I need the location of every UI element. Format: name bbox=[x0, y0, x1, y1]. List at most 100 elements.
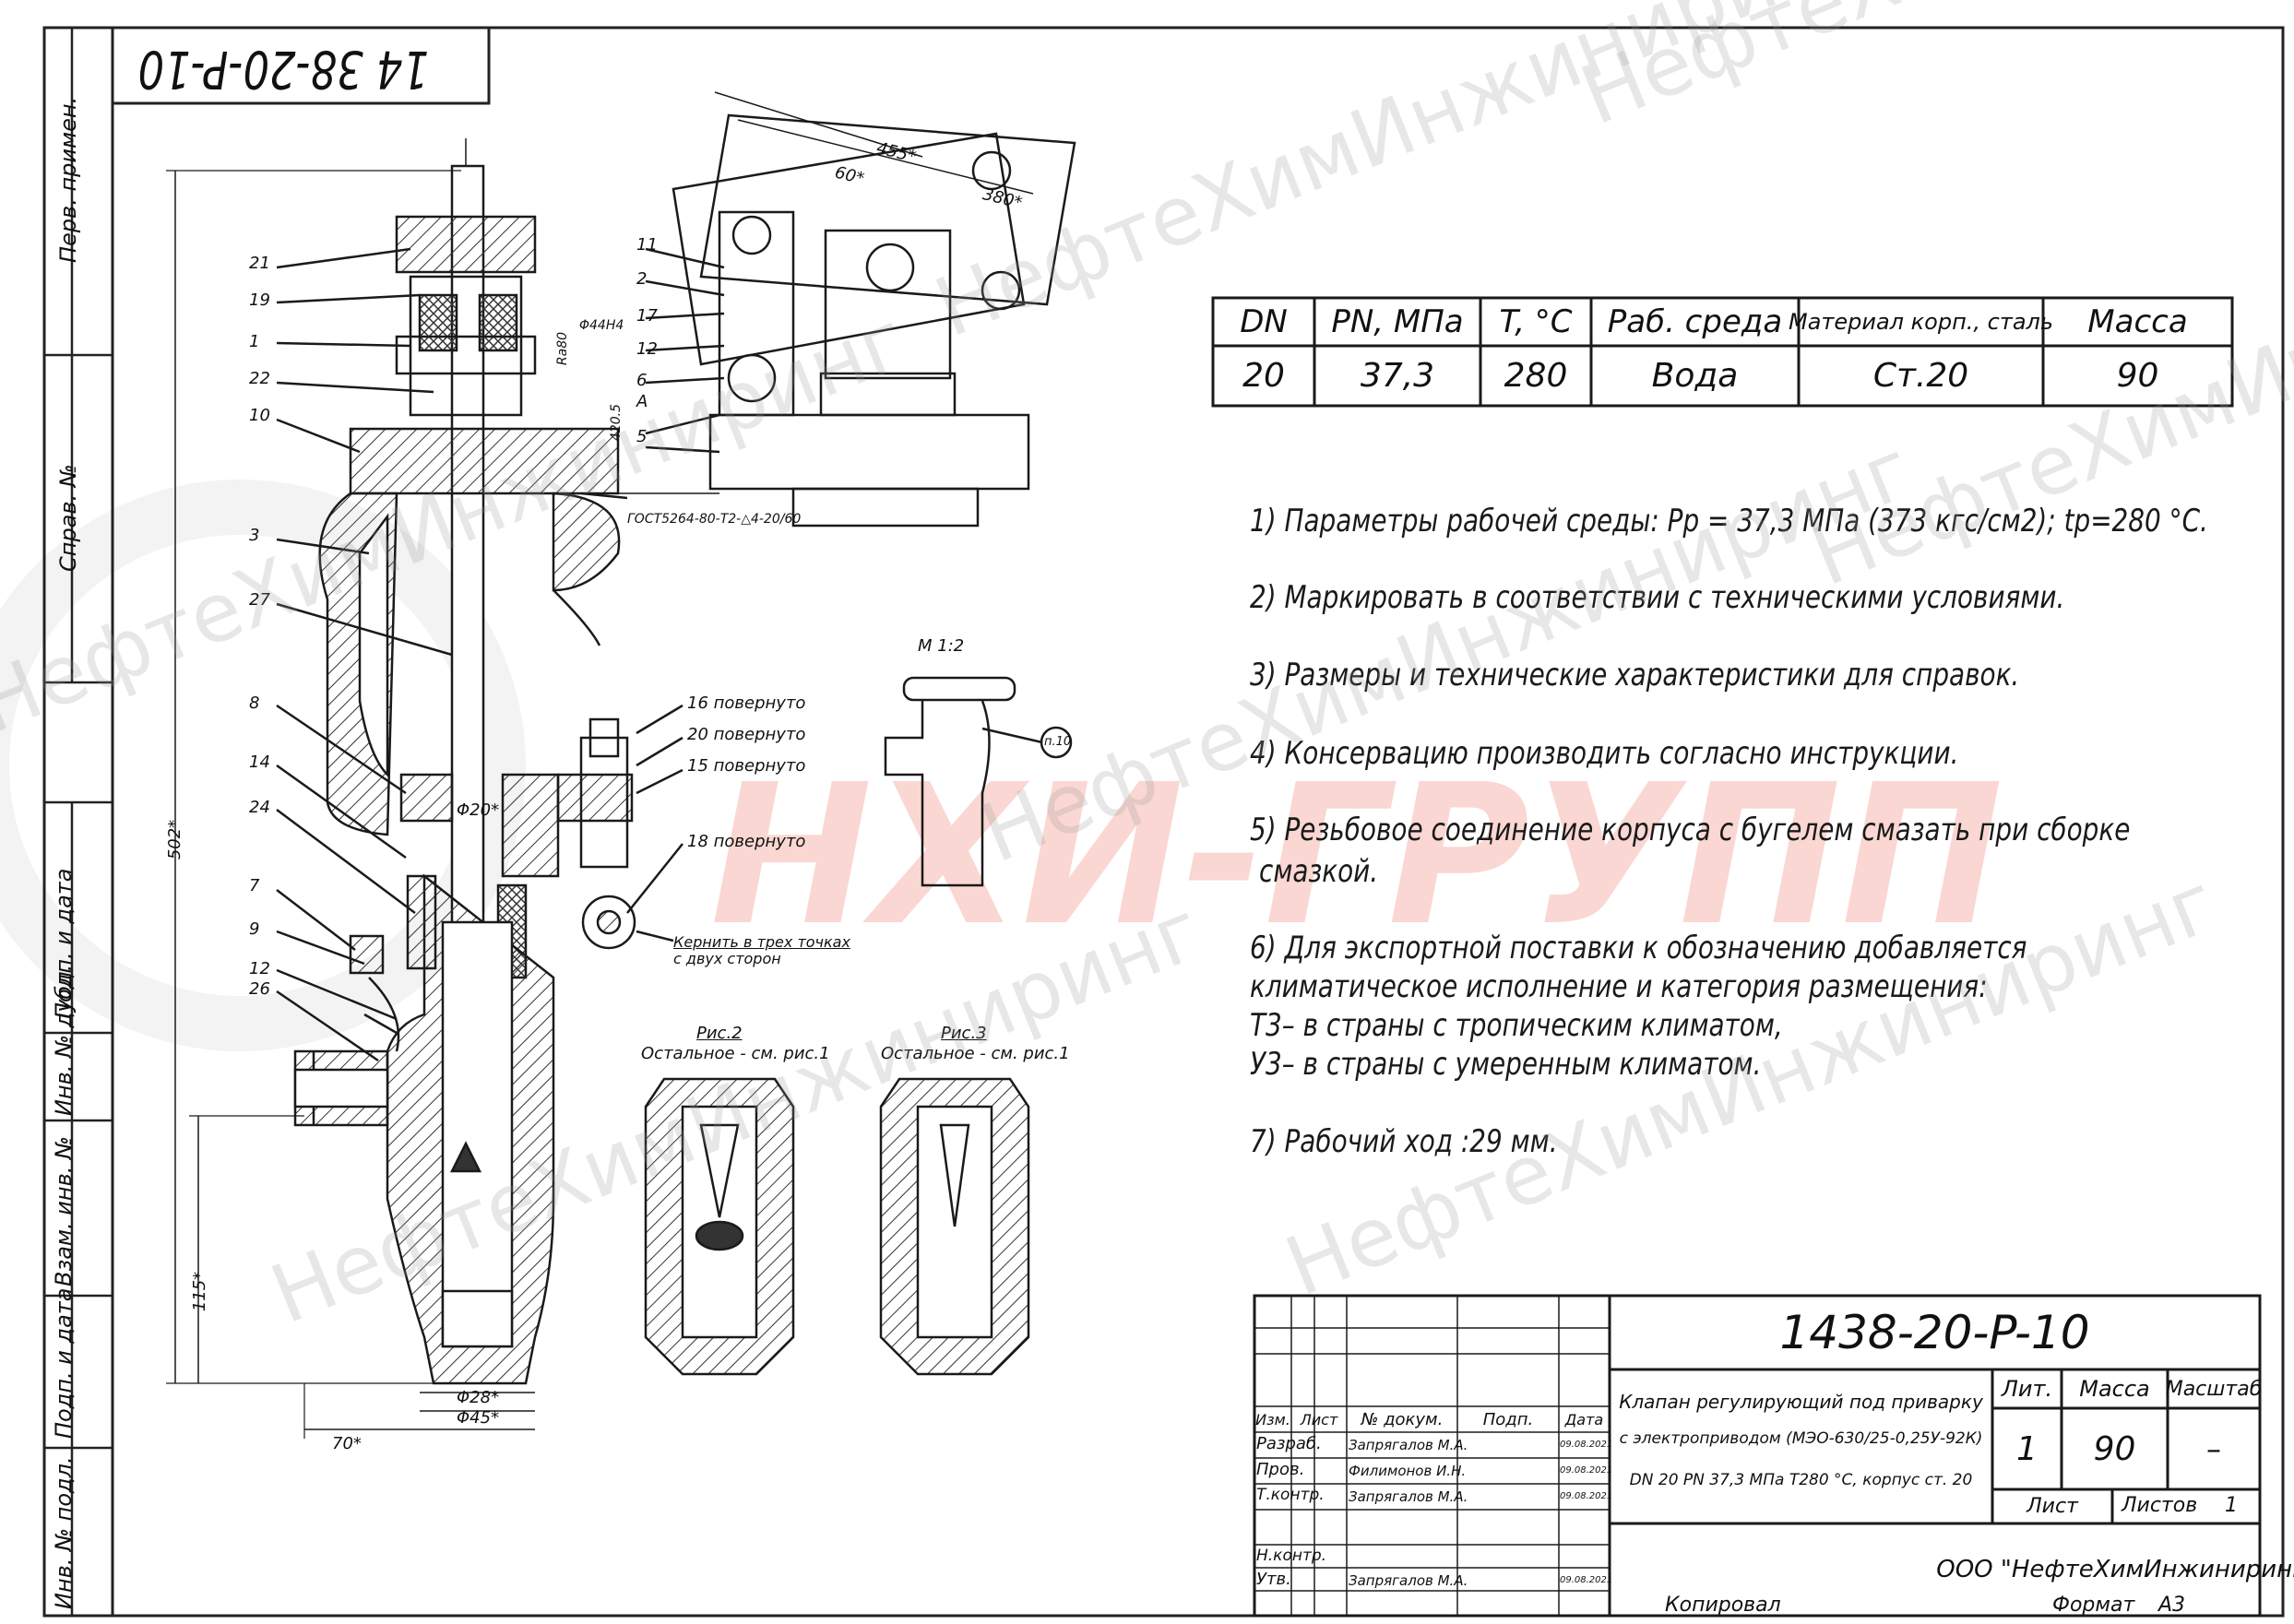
note-7: 7) Рабочий ход :29 мм. bbox=[1250, 1123, 1558, 1160]
callout-7: 7 bbox=[249, 876, 260, 895]
tb-scale-label: Масштаб bbox=[2165, 1377, 2263, 1401]
callout-22: 22 bbox=[249, 369, 270, 388]
callout-12: 12 bbox=[249, 959, 270, 978]
spec-header-material: Материал корп., сталь bbox=[1788, 309, 2054, 335]
tb-sheets-value: 1 bbox=[2225, 1494, 2238, 1517]
kernit-note: Кернить в трех точках bbox=[673, 933, 850, 951]
side-label-vzam: Взам. инв. № bbox=[51, 1136, 77, 1286]
frame-top-number: 14 38-20-P-10 bbox=[137, 39, 430, 99]
callout-3: 3 bbox=[249, 526, 260, 545]
fig2-label: Рис.2 bbox=[696, 1024, 743, 1043]
tb-role-utv: Утв. bbox=[1256, 1570, 1291, 1589]
callout-26: 26 bbox=[249, 979, 270, 999]
dim-ra80: Ra80 bbox=[555, 331, 571, 366]
note-4: 4) Консервацию производить согласно инст… bbox=[1250, 735, 1959, 772]
note-6-line2: климатическое исполнение и категория раз… bbox=[1250, 968, 1988, 1005]
callout-21: 21 bbox=[249, 254, 270, 273]
tb-name-prov: Филимонов И.Н. bbox=[1349, 1463, 1467, 1479]
title-doc-number: 1438-20-P-10 bbox=[1779, 1306, 2090, 1359]
footer-format-label: Формат bbox=[2052, 1594, 2135, 1617]
gost-weld-note: ГОСТ5264-80-T2-△4-20/60 bbox=[627, 512, 802, 527]
fig2-rest: Остальное - см. рис.1 bbox=[641, 1044, 830, 1063]
tb-date-prov: 09.08.2021 bbox=[1560, 1465, 1613, 1476]
note-6: 6) Для экспортной поставки к обозначению… bbox=[1250, 930, 2027, 966]
tb-role-prov: Пров. bbox=[1256, 1460, 1305, 1479]
tb-mass-value: 90 bbox=[2093, 1429, 2136, 1468]
spec-value-t: 280 bbox=[1504, 357, 1568, 395]
tb-header-podp: Подп. bbox=[1482, 1409, 1534, 1429]
side-label-sprav: Справ. № bbox=[55, 464, 81, 572]
tb-company: ООО "НефтеХимИнжиниринг" bbox=[1936, 1556, 2294, 1583]
dim-70: 70* bbox=[332, 1434, 362, 1453]
dim-420-5: 420.5 bbox=[609, 403, 624, 442]
tb-header-date: Дата bbox=[1564, 1410, 1604, 1428]
callout-12b: 12 bbox=[636, 339, 658, 359]
footer-copied: Копировал bbox=[1665, 1594, 1781, 1617]
tb-name-utv: Запрягалов М.А. bbox=[1349, 1572, 1468, 1589]
big-watermark: НХИ-ГРУПП bbox=[710, 742, 2003, 968]
spec-header-t: T, °C bbox=[1499, 303, 1573, 340]
callout-27: 27 bbox=[249, 590, 270, 610]
note-3: 3) Размеры и технические характеристики … bbox=[1250, 657, 2020, 693]
spec-header-dn: DN bbox=[1240, 303, 1288, 340]
note-5-cont: смазкой. bbox=[1259, 853, 1379, 890]
note-1: 1) Параметры рабочей среды: Pp = 37,3 МП… bbox=[1250, 503, 2208, 539]
spec-value-medium: Вода bbox=[1651, 357, 1739, 395]
note-6-line3: Т3– в страны с тропическим климатом, bbox=[1250, 1007, 1783, 1044]
dim-phi44h: Φ44H4 bbox=[579, 318, 624, 333]
dim-phi28: Φ28* bbox=[457, 1388, 500, 1407]
tb-role-razrab: Разраб. bbox=[1256, 1434, 1322, 1453]
spec-header-medium: Раб. среда bbox=[1607, 303, 1783, 340]
callout-24: 24 bbox=[249, 798, 270, 817]
callout-9: 9 bbox=[249, 919, 260, 939]
title-line-2: с электроприводом (МЭО-630/25-0,25У-92К) bbox=[1619, 1429, 1983, 1448]
spec-value-material: Ст.20 bbox=[1872, 357, 1969, 395]
spec-header-pn: PN, МПа bbox=[1331, 303, 1464, 340]
note-2: 2) Маркировать в соответствии с техничес… bbox=[1250, 579, 2065, 616]
callout-19: 19 bbox=[249, 290, 270, 310]
callout-10: 10 bbox=[249, 406, 270, 425]
rotated-part-18: 18 повернуто bbox=[687, 832, 806, 851]
pin-label: п.10 bbox=[1044, 735, 1072, 749]
dim-502: 502* bbox=[165, 819, 185, 860]
fig3-rest: Остальное - см. рис.1 bbox=[881, 1044, 1070, 1063]
tb-role-nkontr: Н.контр. bbox=[1256, 1547, 1327, 1565]
rotated-part-15: 15 повернуто bbox=[687, 756, 806, 776]
tb-sheets-label: Листов bbox=[2122, 1494, 2198, 1517]
kernit-note-2: с двух сторон bbox=[673, 950, 781, 967]
side-label-inv-dubl: Инв. № дубл. bbox=[51, 964, 77, 1116]
spec-value-pn: 37,3 bbox=[1360, 357, 1435, 395]
fig3-label: Рис.3 bbox=[941, 1024, 987, 1043]
callout-A: A bbox=[636, 392, 648, 411]
dim-phi45: Φ45* bbox=[457, 1408, 500, 1428]
tb-mass-label: Масса bbox=[2079, 1376, 2150, 1402]
rotated-part-16: 16 повернуто bbox=[687, 693, 806, 713]
tb-lit-label: Лит. bbox=[2001, 1376, 2053, 1402]
tb-role-tkontr: Т.контр. bbox=[1256, 1486, 1325, 1504]
tb-sheet-label: Лист bbox=[2027, 1495, 2078, 1518]
side-label-podp2: Подп. и дата bbox=[51, 1287, 77, 1440]
tb-name-tkontr: Запрягалов М.А. bbox=[1349, 1488, 1468, 1505]
dim-phi20: Φ20* bbox=[457, 800, 500, 820]
callout-14: 14 bbox=[249, 753, 270, 772]
side-label-perv: Перв. примен. bbox=[55, 96, 81, 263]
title-line-3: DN 20 PN 37,3 МПа Т280 °С, корпус ст. 20 bbox=[1629, 1471, 1973, 1489]
spec-header-mass: Масса bbox=[2087, 303, 2188, 340]
callout-1: 1 bbox=[249, 332, 260, 351]
note-5: 5) Резьбовое соединение корпуса с бугеле… bbox=[1250, 812, 2131, 848]
tb-date-utv: 09.08.2021 bbox=[1560, 1575, 1613, 1585]
spec-value-mass: 90 bbox=[2116, 357, 2159, 395]
callout-5: 5 bbox=[636, 427, 648, 446]
tb-date-tkontr: 09.08.2021 bbox=[1560, 1491, 1613, 1501]
rotated-part-20: 20 повернуто bbox=[687, 725, 806, 744]
tb-header-izm: Изм. bbox=[1255, 1410, 1290, 1428]
tb-header-list: Лист bbox=[1300, 1410, 1338, 1428]
tb-lit-value: 1 bbox=[2016, 1429, 2038, 1468]
note-6-line4: У3– в страны с умеренным климатом. bbox=[1250, 1046, 1762, 1083]
callout-2: 2 bbox=[636, 269, 648, 289]
tb-scale-value: – bbox=[2206, 1431, 2221, 1466]
dim-115: 115* bbox=[190, 1271, 210, 1312]
callout-17: 17 bbox=[636, 306, 658, 326]
spec-value-dn: 20 bbox=[1242, 357, 1285, 395]
